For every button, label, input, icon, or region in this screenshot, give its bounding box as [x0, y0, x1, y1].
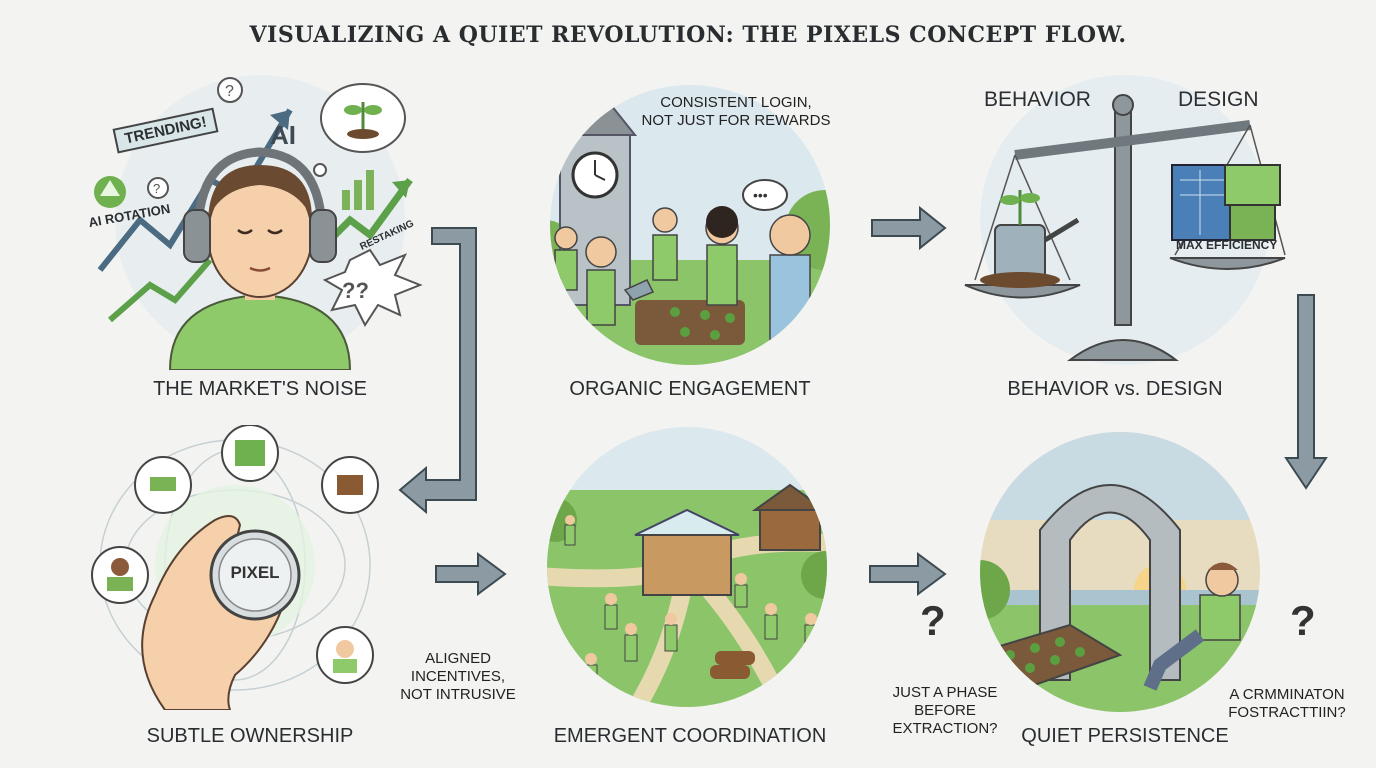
note-line: NOT INTRUSIVE	[393, 686, 523, 704]
panel-emergent-coordination	[525, 425, 850, 710]
note-line: ALIGNED	[393, 650, 523, 668]
panel-quiet-persistence	[960, 430, 1280, 715]
note-question-mark-right: ?	[1290, 612, 1316, 630]
note-line: A CRMMINATON	[1222, 686, 1352, 704]
note-consistent-login: CONSISTENT LOGIN, NOT JUST FOR REWARDS	[636, 94, 836, 130]
panel-subtle-ownership: PIXEL	[85, 425, 385, 710]
caption-subtle-ownership: SUBTLE OWNERSHIP	[120, 725, 380, 748]
caption-quiet-persistence: QUIET PERSISTENCE	[1000, 725, 1250, 748]
ai-big-label: AI	[270, 120, 296, 151]
qmarks-label: ??	[342, 278, 369, 304]
caption-behavior-design: BEHAVIOR vs. DESIGN	[980, 378, 1250, 401]
note-line: FOSTRACTTIIN?	[1222, 704, 1352, 722]
svg-text:?: ?	[225, 83, 234, 100]
note-line: INCENTIVES,	[393, 668, 523, 686]
note-question-mark-left: ?	[920, 612, 946, 630]
arrow-right-icon	[870, 554, 945, 594]
caption-emergent-coordination: EMERGENT COORDINATION	[530, 725, 850, 748]
note-line: JUST A PHASE	[880, 684, 1010, 702]
pixel-coin-label: PIXEL	[218, 563, 292, 583]
svg-text:?: ?	[153, 181, 160, 196]
note-right-question: A CRMMINATON FOSTRACTTIIN?	[1222, 686, 1352, 722]
arrow-right-icon	[872, 208, 945, 248]
balance-scale-illustration	[960, 70, 1290, 370]
max-efficiency-label: MAX EFFICIENCY	[1176, 238, 1277, 252]
panel-behavior-design: BEHAVIOR DESIGN MAX EFFICIENCY	[960, 70, 1290, 370]
panel-market-noise: ? ? TRENDING! AI AI ROTATION RESTAKING ?…	[80, 70, 440, 370]
scale-left-label: BEHAVIOR	[984, 88, 1091, 112]
note-line: BEFORE	[880, 702, 1010, 720]
caption-organic-engagement: ORGANIC ENGAGEMENT	[540, 378, 840, 401]
page-title: VISUALIZING A QUIET REVOLUTION: THE PIXE…	[0, 22, 1376, 48]
caption-market-noise: THE MARKET'S NOISE	[130, 378, 390, 401]
note-line: CONSISTENT LOGIN,	[636, 94, 836, 112]
note-line: EXTRACTION?	[880, 720, 1010, 738]
quiet-persistence-illustration	[960, 430, 1280, 715]
note-just-a-phase: JUST A PHASE BEFORE EXTRACTION?	[880, 684, 1010, 738]
svg-text:•••: •••	[753, 187, 768, 203]
arrow-down-icon	[1286, 295, 1326, 488]
note-aligned-incentives: ALIGNED INCENTIVES, NOT INTRUSIVE	[393, 650, 523, 704]
emergent-coordination-illustration	[525, 425, 850, 710]
note-line: NOT JUST FOR REWARDS	[636, 112, 836, 130]
arrow-right-icon	[436, 554, 505, 594]
scale-right-label: DESIGN	[1178, 88, 1259, 112]
